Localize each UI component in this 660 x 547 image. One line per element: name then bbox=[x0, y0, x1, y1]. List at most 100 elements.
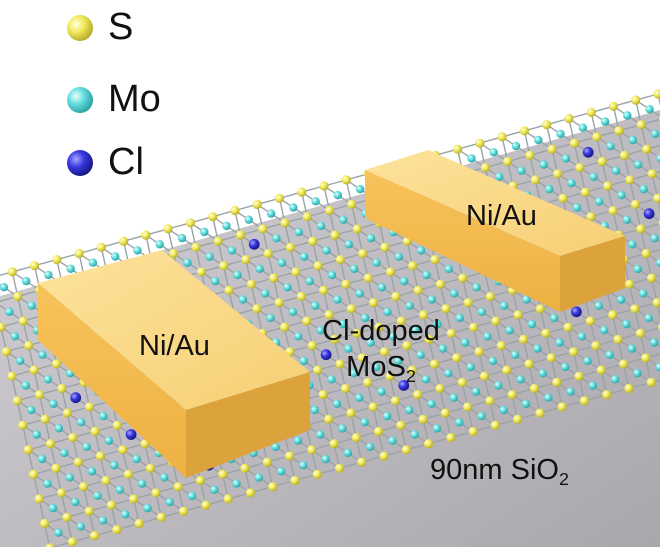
s-atom bbox=[73, 457, 83, 467]
mo-atom bbox=[394, 356, 403, 366]
mo-atom bbox=[550, 313, 559, 323]
mo-atom bbox=[200, 227, 209, 237]
mo-atom bbox=[321, 454, 330, 464]
s-atom bbox=[608, 206, 618, 216]
mo-atom bbox=[277, 258, 287, 267]
mo-atom bbox=[339, 215, 348, 224]
mo-atom bbox=[5, 307, 14, 316]
mo-atom bbox=[299, 356, 308, 366]
mo-atom bbox=[266, 209, 276, 218]
mo-atom bbox=[227, 246, 237, 255]
mo-atom bbox=[633, 369, 642, 378]
s-atom bbox=[308, 236, 318, 246]
s-atom bbox=[424, 334, 434, 344]
s-atom bbox=[52, 255, 62, 265]
s-atom bbox=[569, 138, 580, 148]
mo-atom bbox=[48, 503, 58, 513]
mo-atom bbox=[76, 522, 85, 531]
mo-atom bbox=[366, 234, 376, 243]
mo-atom bbox=[628, 240, 637, 249]
mo-atom bbox=[410, 326, 420, 335]
mo-atom bbox=[60, 448, 69, 458]
s-atom bbox=[201, 500, 211, 510]
mo-atom bbox=[87, 467, 97, 476]
mo-atom bbox=[88, 258, 98, 267]
s-atom bbox=[13, 291, 23, 301]
s-atom bbox=[29, 261, 40, 271]
left-electrode-side bbox=[186, 372, 310, 478]
s-atom bbox=[631, 95, 641, 105]
s-atom bbox=[163, 224, 173, 234]
mo-atom bbox=[483, 332, 492, 341]
s-atom bbox=[346, 408, 356, 418]
mo-atom bbox=[405, 301, 414, 310]
s-atom bbox=[28, 469, 39, 479]
s-atom bbox=[195, 475, 205, 486]
mo-atom bbox=[416, 350, 425, 359]
mo-atom bbox=[382, 411, 392, 421]
s-atom bbox=[39, 518, 50, 529]
mo-atom bbox=[133, 246, 142, 255]
s-atom bbox=[45, 543, 55, 547]
left-electrode-front bbox=[38, 283, 186, 478]
mo-atom bbox=[300, 252, 309, 261]
s-atom bbox=[368, 402, 378, 412]
mo-atom bbox=[0, 283, 9, 292]
s-atom bbox=[7, 267, 17, 277]
mo-atom bbox=[394, 252, 403, 261]
mo-atom bbox=[510, 350, 520, 359]
cl-atom bbox=[248, 238, 260, 250]
mo-atom bbox=[594, 301, 603, 310]
mo-atom bbox=[350, 264, 359, 273]
s-atom bbox=[542, 120, 552, 130]
mo-atom bbox=[76, 418, 86, 427]
s-atom bbox=[34, 494, 44, 504]
s-atom bbox=[641, 353, 651, 363]
s-atom bbox=[0, 322, 6, 332]
s-atom bbox=[230, 205, 240, 216]
mo-atom bbox=[49, 399, 58, 408]
s-atom bbox=[602, 390, 612, 400]
s-atom bbox=[480, 163, 490, 173]
mo-atom bbox=[54, 424, 64, 433]
s-atom bbox=[653, 193, 660, 203]
s-atom bbox=[268, 482, 278, 492]
mo-atom bbox=[344, 344, 353, 353]
mo-atom bbox=[187, 491, 197, 501]
mo-atom bbox=[132, 454, 141, 464]
mo-atom bbox=[311, 197, 320, 206]
right-electrode-top bbox=[365, 150, 625, 256]
s-atom bbox=[357, 353, 367, 363]
s-atom bbox=[334, 463, 345, 473]
mo-atom bbox=[110, 461, 119, 470]
mo-atom bbox=[332, 399, 342, 408]
mo-atom bbox=[595, 197, 604, 206]
channel-label-line1: Cl-doped bbox=[322, 315, 440, 347]
s-atom bbox=[62, 512, 72, 522]
s-atom bbox=[324, 414, 334, 424]
s-atom bbox=[407, 365, 417, 375]
mo-atom bbox=[327, 375, 336, 384]
s-atom bbox=[84, 506, 94, 516]
mo-atom bbox=[427, 295, 437, 304]
legend-s-atom bbox=[67, 15, 93, 41]
mo-atom bbox=[266, 313, 275, 323]
legend-s-label: S bbox=[108, 6, 134, 48]
mo-atom bbox=[511, 141, 521, 151]
s-atom bbox=[329, 439, 339, 449]
mo-atom bbox=[344, 240, 353, 249]
s-atom bbox=[262, 457, 272, 467]
mo-atom bbox=[633, 264, 642, 274]
mo-atom bbox=[366, 338, 375, 347]
s-atom bbox=[296, 291, 306, 301]
s-atom bbox=[624, 383, 634, 394]
s-atom bbox=[463, 298, 473, 308]
s-atom bbox=[24, 340, 34, 351]
s-atom bbox=[401, 445, 411, 455]
mo-atom bbox=[338, 319, 348, 329]
mo-atom bbox=[82, 442, 91, 451]
channel-material: MoS bbox=[346, 351, 406, 384]
mo-atom bbox=[38, 350, 47, 359]
mo-atom bbox=[656, 154, 660, 163]
